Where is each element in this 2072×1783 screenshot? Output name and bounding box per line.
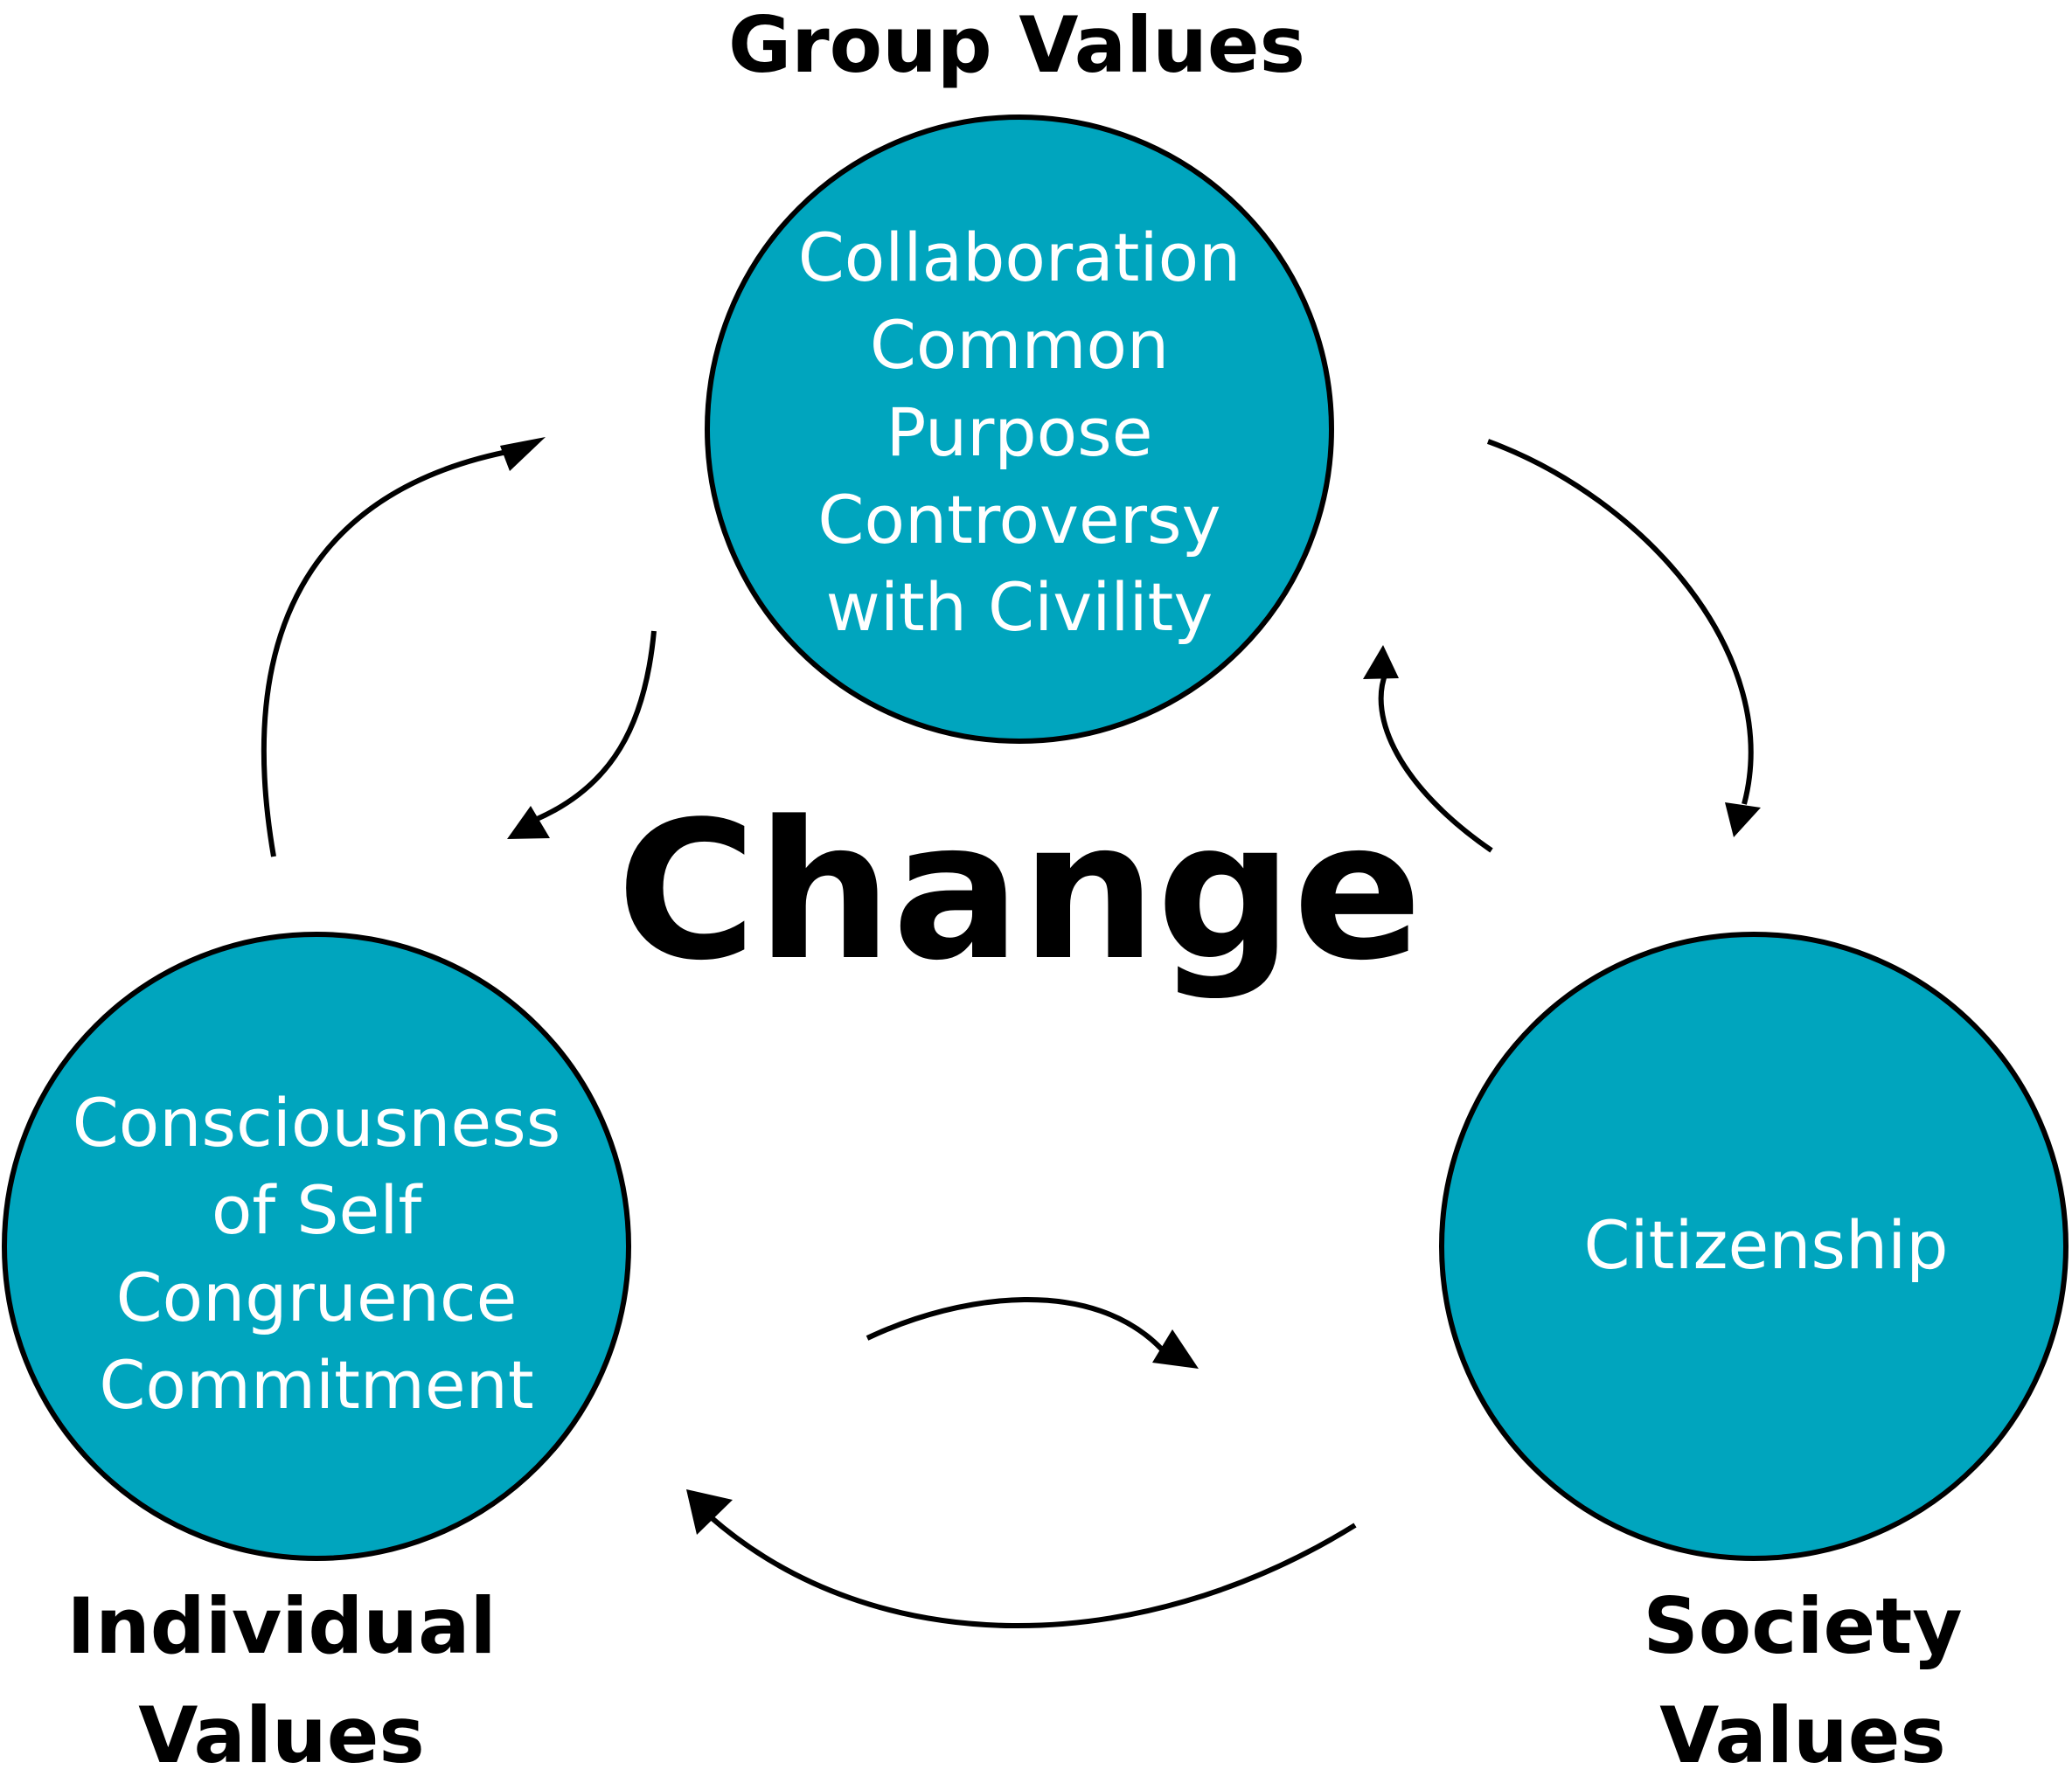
arrow-group-to-individual [533, 630, 657, 822]
individual-item-of-self: of Self [212, 1171, 424, 1249]
group-item-purpose: Purpose [886, 393, 1152, 471]
arrowhead-individual-to-group [500, 437, 546, 471]
individual-item-commitment: Commitment [99, 1346, 533, 1424]
society-values-circle [1439, 932, 2069, 1561]
arrowhead-society-to-group [1363, 645, 1399, 679]
arrow-group-to-society [1486, 439, 1754, 805]
individual-values-circle [2, 932, 631, 1561]
individual-item-congruence: Congruence [116, 1259, 518, 1336]
arrow-society-to-individual [708, 1514, 1357, 1628]
individual-values-heading-line2: Values [138, 1690, 425, 1780]
society-item-citizenship: Citizenship [1583, 1206, 1948, 1284]
arrowhead-society-to-individual [686, 1489, 733, 1535]
group-item-common: Common [870, 306, 1169, 384]
group-item-controversy: Controversy [817, 481, 1220, 558]
group-values-circle [705, 114, 1334, 744]
arrowhead-individual-to-society [1152, 1329, 1199, 1369]
change-label: Change [616, 781, 1422, 1003]
arrow-individual-to-group [261, 447, 517, 857]
individual-values-heading-line1: Individual [66, 1581, 496, 1671]
society-values-heading-line2: Values [1659, 1690, 1946, 1780]
arrowhead-group-to-society [1725, 802, 1761, 837]
group-item-with-civility: with Civility [826, 568, 1213, 646]
arrow-individual-to-society [866, 1297, 1165, 1353]
group-item-collaboration: Collaboration [798, 219, 1241, 296]
arrow-society-to-group [1378, 671, 1493, 853]
society-values-heading-line1: Society [1643, 1581, 1962, 1671]
group-values-heading: Group Values [728, 0, 1305, 90]
arrowhead-group-to-individual [507, 806, 550, 839]
individual-item-consciousness: Consciousness [73, 1084, 561, 1162]
